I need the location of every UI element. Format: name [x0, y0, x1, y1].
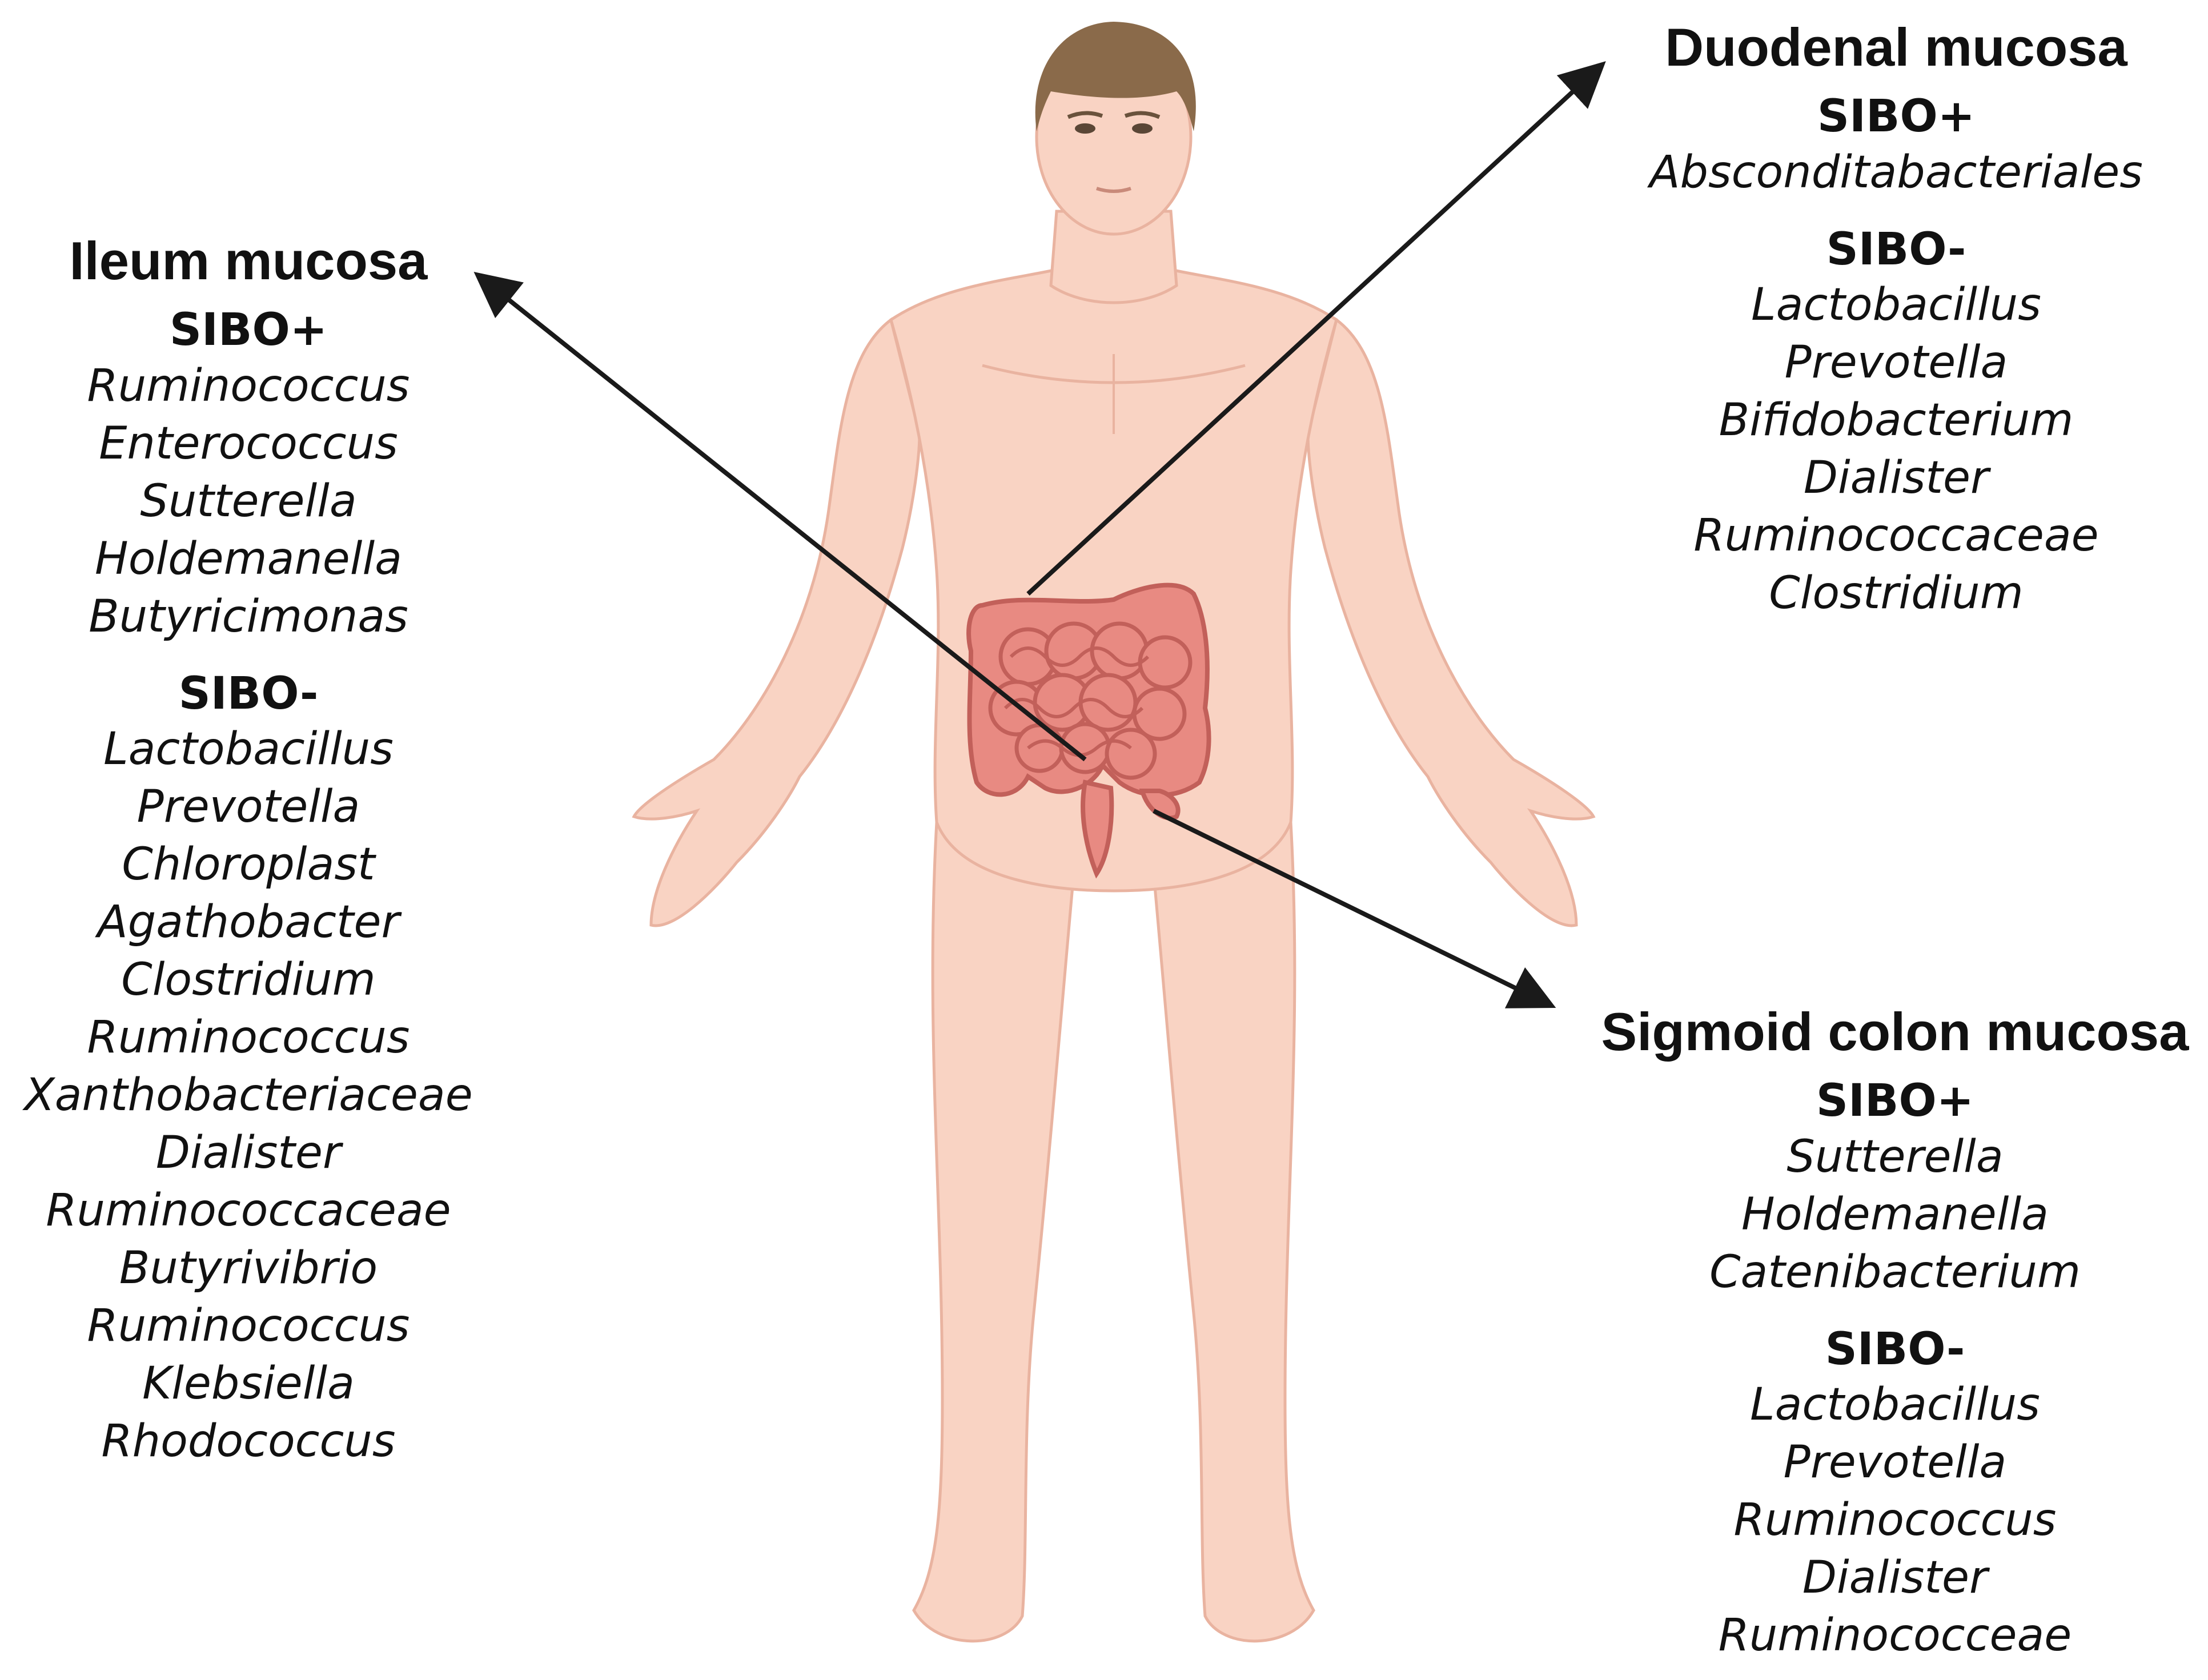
taxon-item: Sutterella — [140, 475, 357, 527]
ileum-sibo-negative-label: SIBO- — [178, 668, 319, 720]
taxon-item: Prevotella — [1783, 1437, 2007, 1489]
duodenal-sibo-negative-group: SIBO- Lactobacillus Prevotella Bifidobac… — [1693, 223, 2098, 623]
taxon-item: Klebsiella — [142, 1358, 355, 1410]
duodenal-sibo-positive-list: Absconditabacteriales — [1649, 144, 2143, 202]
sigmoid-colon-title: Sigmoid colon mucosa — [1601, 1002, 2189, 1062]
right-brow — [1124, 111, 1161, 119]
taxon-item: Dialister — [1802, 1552, 1988, 1604]
taxon-item: Holdemanella — [95, 533, 402, 585]
right-leg — [1152, 820, 1315, 1643]
taxon-item: Dialister — [1803, 452, 1989, 504]
ileum-sibo-positive-list: Ruminococcus Enterococcus Sutterella Hol… — [87, 357, 410, 646]
taxon-item: Butyricimonas — [89, 590, 408, 642]
left-arm — [632, 317, 921, 927]
duodenal-title: Duodenal mucosa — [1665, 17, 2127, 77]
right-arm — [1306, 317, 1596, 927]
taxon-item: Catenibacterium — [1709, 1246, 2081, 1298]
sigmoid-sibo-positive-group: SIBO+ Sutterella Holdemanella Catenibact… — [1709, 1075, 2081, 1301]
taxon-item: Chloroplast — [122, 839, 375, 891]
ileum-title: Ileum mucosa — [69, 231, 428, 291]
arrow-sigmoid — [1153, 809, 1556, 1008]
sigmoid-colon-panel: Sigmoid colon mucosa SIBO+ Sutterella Ho… — [1582, 1005, 2208, 1665]
ileum-sibo-positive-group: SIBO+ Ruminococcus Enterococcus Sutterel… — [87, 304, 410, 646]
human-body-icon — [632, 22, 1596, 1643]
duodenal-sibo-negative-label: SIBO- — [1826, 223, 1966, 275]
ileum-panel: Ileum mucosa SIBO+ Ruminococcus Enteroco… — [0, 234, 497, 1470]
sigmoid-sibo-negative-label: SIBO- — [1825, 1323, 1965, 1375]
taxon-item: Ruminococcus — [87, 360, 410, 412]
sigmoid-sibo-negative-group: SIBO- Lactobacillus Prevotella Ruminococ… — [1719, 1323, 2072, 1665]
taxon-item: Agathobacter — [97, 897, 400, 948]
taxon-item: Ruminococcus — [1733, 1494, 2057, 1546]
taxon-item: Xanthobacteriaceae — [24, 1070, 473, 1122]
arrow-duodenum — [1026, 61, 1606, 596]
taxon-item: Bifidobacterium — [1719, 395, 2074, 447]
left-eye — [1075, 123, 1095, 134]
hair — [1035, 22, 1196, 131]
taxon-item: Clostridium — [121, 954, 376, 1006]
taxon-item: Lactobacillus — [103, 724, 394, 775]
ileum-sibo-positive-label: SIBO+ — [169, 304, 328, 356]
arrow-ileum — [473, 272, 1087, 762]
right-eye — [1132, 123, 1153, 134]
duodenal-sibo-positive-group: SIBO+ Absconditabacteriales — [1649, 90, 2143, 202]
taxon-item: Prevotella — [137, 781, 360, 833]
taxon-item: Ruminococcaceae — [1693, 510, 2099, 562]
taxon-item: Lactobacillus — [1750, 1379, 2040, 1431]
taxon-item: Rhodococcus — [101, 1416, 396, 1468]
taxon-item: Absconditabacteriales — [1649, 146, 2143, 198]
taxon-item: Ruminococceae — [1718, 1610, 2072, 1662]
sigmoid-sibo-negative-list: Lactobacillus Prevotella Ruminococcus Di… — [1719, 1376, 2072, 1665]
taxon-item: Ruminococcus — [87, 1012, 410, 1064]
arrows — [473, 61, 1606, 1008]
taxon-item: Butyrivibrio — [119, 1243, 378, 1295]
ileum-sibo-negative-list: Lactobacillus Prevotella Chloroplast Aga… — [24, 721, 472, 1470]
intestines-icon — [966, 582, 1211, 879]
duodenal-sibo-negative-list: Lactobacillus Prevotella Bifidobacterium… — [1693, 276, 2098, 622]
taxon-item: Holdemanella — [1741, 1188, 2049, 1240]
duodenal-panel: Duodenal mucosa SIBO+ Absconditabacteria… — [1611, 21, 2182, 622]
taxon-item: Prevotella — [1784, 337, 2008, 389]
taxon-item: Ruminococcaceae — [46, 1185, 451, 1237]
taxon-item: Sutterella — [1787, 1131, 2004, 1183]
neck — [1049, 210, 1178, 304]
taxon-item: Enterococcus — [99, 417, 398, 469]
taxon-item: Ruminococcus — [87, 1300, 410, 1352]
duodenal-sibo-positive-label: SIBO+ — [1817, 91, 1976, 142]
taxon-item: Clostridium — [1769, 568, 2024, 620]
taxon-item: Lactobacillus — [1751, 279, 2041, 331]
sigmoid-sibo-positive-list: Sutterella Holdemanella Catenibacterium — [1709, 1128, 2081, 1301]
left-leg — [912, 820, 1075, 1643]
taxon-item: Dialister — [155, 1127, 342, 1179]
sigmoid-sibo-positive-label: SIBO+ — [1816, 1075, 1974, 1127]
left-brow — [1067, 111, 1103, 119]
ileum-sibo-negative-group: SIBO- Lactobacillus Prevotella Chloropla… — [24, 668, 472, 1471]
mouth — [1096, 187, 1131, 193]
